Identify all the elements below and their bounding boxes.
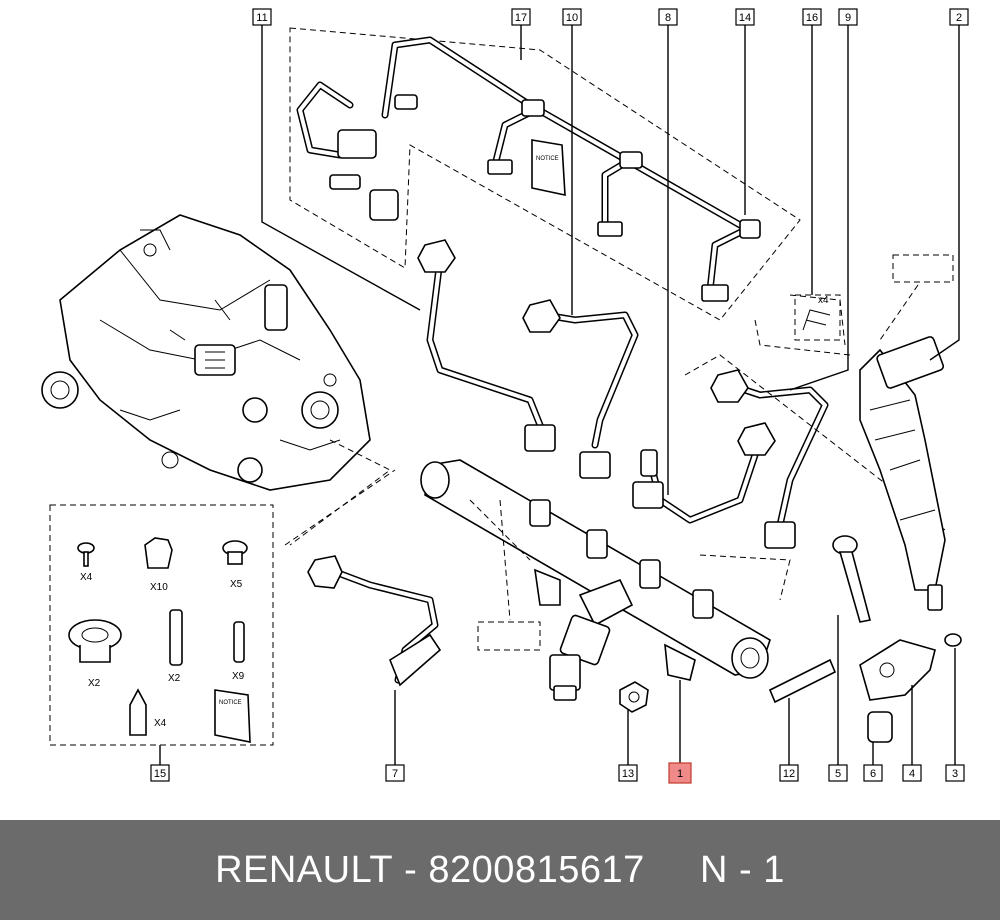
rail-dashed-lines [469,499,791,621]
footer-separator: - [393,848,429,891]
injector [859,336,946,611]
svg-text:7: 7 [392,768,398,780]
svg-text:14: 14 [739,12,751,24]
svg-text:5: 5 [835,768,841,780]
kit-qty-7: X4 [154,718,167,729]
kit-qty-5: X2 [168,673,181,684]
callout-11[interactable]: 11 [252,8,272,26]
callout-13[interactable]: 13 [618,764,638,782]
clip-quantity: x4 [818,295,829,306]
part-info-footer: RENAULT - 8200815617 N - 1 [0,820,1000,920]
leader-lines [159,25,960,765]
injector-pipes-dashed [284,354,946,546]
callout-5[interactable]: 5 [828,764,848,782]
diagram-canvas: NOTICE [41,8,969,784]
booklet-label-top: NOTICE [536,156,559,162]
clip-16: x4 [794,294,841,341]
svg-text:3: 3 [952,768,958,780]
rail-sensor-dashed-box [477,621,541,651]
return-line-assembly [289,27,801,321]
svg-text:13: 13 [622,768,634,780]
rail-pressure-sensor [549,614,611,701]
brand-name: RENAULT [215,848,394,891]
callout-15[interactable]: 15 [150,764,170,782]
pump-dashed-group [289,439,391,546]
callout-6[interactable]: 6 [863,764,883,782]
exploded-parts-diagram: NOTICE [41,8,969,784]
hp-pipes [307,239,829,687]
kit-15: X4 X10 X5 X2 X2 X9 X4 NOTICE [49,504,274,746]
kit-qty-1: X4 [80,572,93,583]
callout-7[interactable]: 7 [385,764,405,782]
svg-text:12: 12 [783,768,795,780]
diagram-position: N - 1 [700,848,785,891]
svg-text:16: 16 [806,12,818,24]
kit-qty-2: X10 [150,582,168,593]
callout-9[interactable]: 9 [838,8,858,26]
svg-text:1: 1 [677,768,683,780]
footer-gap [645,849,700,892]
hardware-parts [619,535,962,743]
callout-1[interactable]: 1 [668,762,692,784]
high-pressure-pump [41,214,371,491]
callout-8[interactable]: 8 [658,8,678,26]
svg-text:10: 10 [566,12,578,24]
callout-16[interactable]: 16 [802,8,822,26]
callout-17[interactable]: 17 [511,8,531,26]
svg-text:6: 6 [870,768,876,780]
svg-text:11: 11 [256,12,267,24]
kit-qty-6: X9 [232,671,245,682]
callout-4[interactable]: 4 [902,764,922,782]
svg-text:9: 9 [845,12,851,24]
notice-booklet-top: NOTICE [531,139,566,197]
booklet-label-kit: NOTICE [219,700,242,706]
svg-text:8: 8 [665,12,671,24]
callout-10[interactable]: 10 [562,8,582,26]
part-number: 8200815617 [428,848,645,891]
svg-text:2: 2 [956,12,962,24]
callout-14[interactable]: 14 [735,8,755,26]
callout-3[interactable]: 3 [945,764,965,782]
callout-2[interactable]: 2 [949,8,969,26]
svg-text:17: 17 [515,12,527,24]
injector-connector-dashed-box [892,254,954,283]
kit-qty-4: X2 [88,678,101,689]
svg-text:15: 15 [154,768,166,780]
kit-qty-3: X5 [230,579,243,590]
callout-12[interactable]: 12 [779,764,799,782]
svg-text:4: 4 [909,768,915,780]
fuel-rail [420,459,771,681]
